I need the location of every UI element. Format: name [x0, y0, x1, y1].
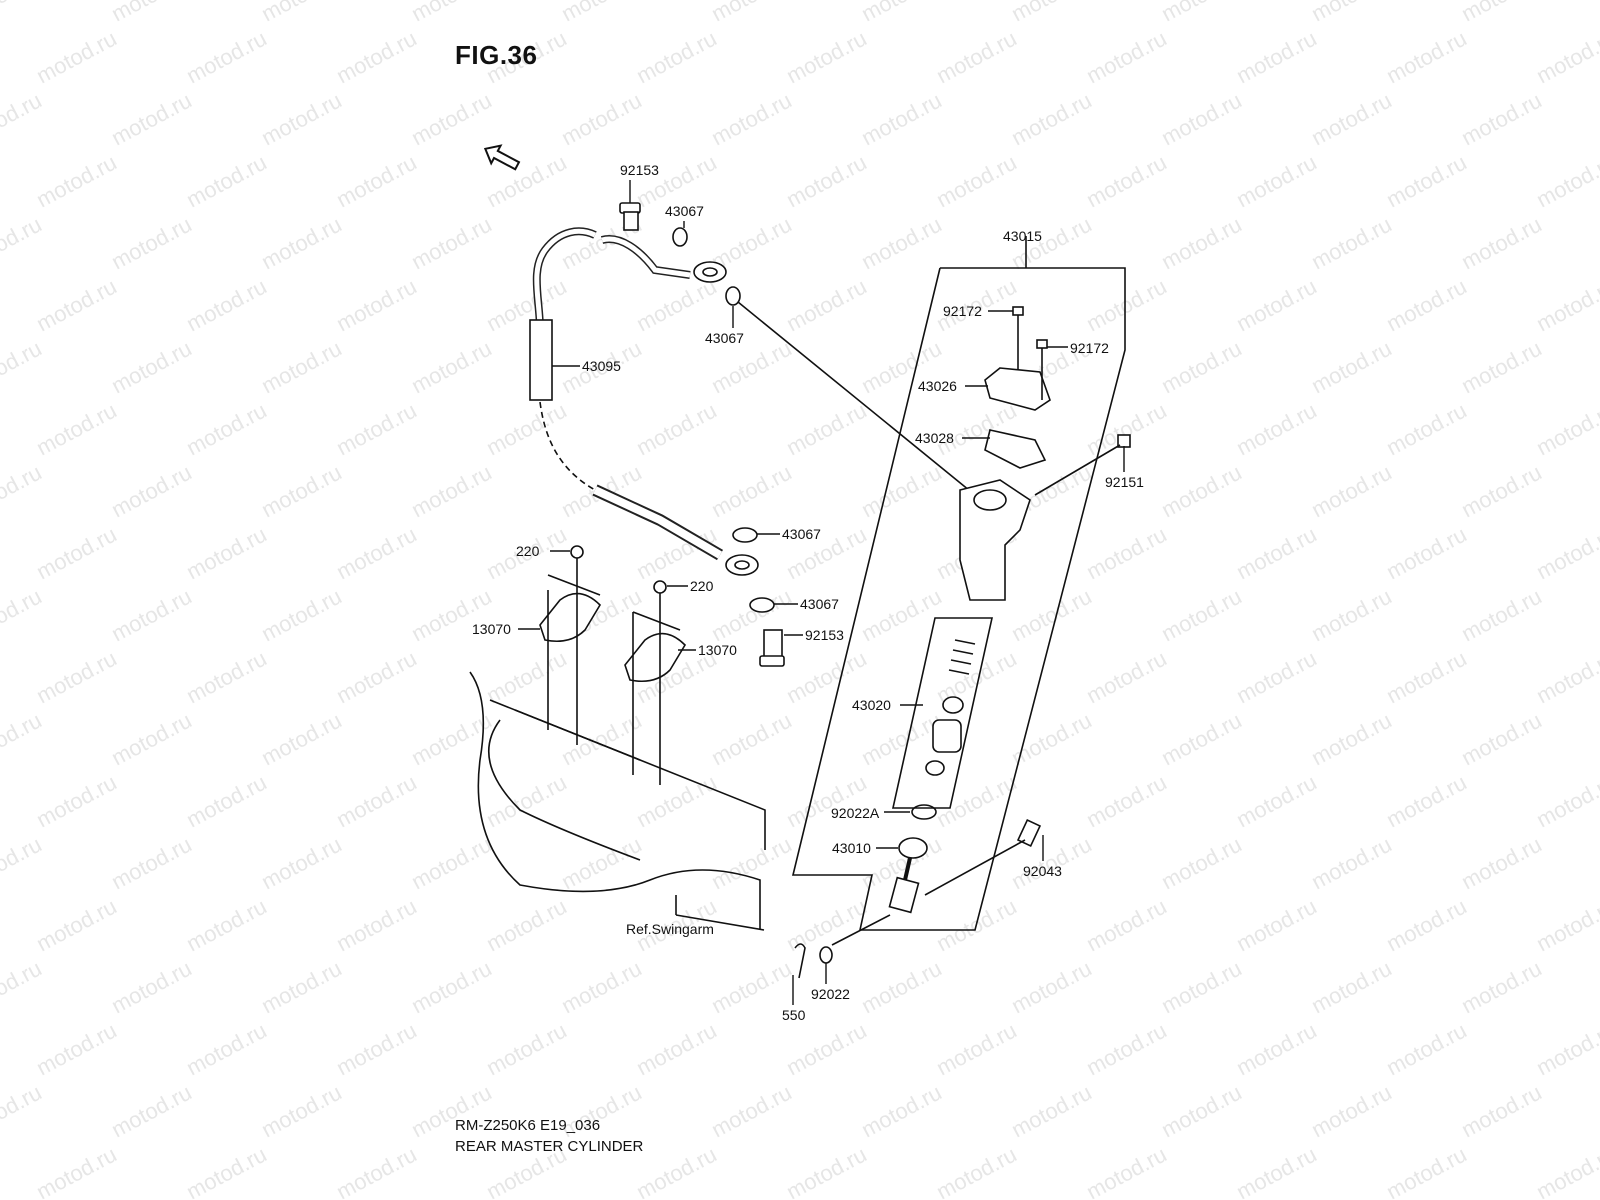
washer-43067	[672, 227, 688, 247]
part-label[interactable]: 92022A	[831, 805, 880, 821]
part-label[interactable]: 92172	[1070, 340, 1109, 356]
part-label[interactable]: 550	[782, 1007, 806, 1023]
part-label[interactable]: 43015	[1003, 228, 1042, 244]
part-label[interactable]: 43020	[852, 697, 891, 713]
master-cylinder-body	[959, 479, 1031, 601]
fwd-arrow-icon	[483, 144, 521, 171]
part-label[interactable]: 13070	[472, 621, 511, 637]
part-label[interactable]: 43067	[665, 203, 704, 219]
part-label[interactable]: 43010	[832, 840, 871, 856]
banjo-bolt-92153-upper	[619, 202, 641, 231]
hose-clamp-13070	[624, 632, 687, 683]
part-label[interactable]: 43095	[582, 358, 621, 374]
part-label[interactable]: 43028	[915, 430, 954, 446]
reservoir-cap-43026	[984, 367, 1051, 411]
part-label[interactable]: 92153	[805, 627, 844, 643]
kit-frame-43020	[892, 617, 993, 809]
part-label[interactable]: 92043	[1023, 863, 1062, 879]
part-label[interactable]: 43067	[705, 330, 744, 346]
banjo-bolt-92153-lower	[759, 629, 785, 667]
part-label[interactable]: 13070	[698, 642, 737, 658]
ref-swingarm-label: Ref.Swingarm	[626, 921, 714, 937]
part-label[interactable]: 43026	[918, 378, 957, 394]
part-label[interactable]: 92153	[620, 162, 659, 178]
assembly-frame-43015	[791, 267, 1126, 931]
part-label[interactable]: 43067	[782, 526, 821, 542]
part-label[interactable]: 92151	[1105, 474, 1144, 490]
diaphragm-43028	[984, 429, 1047, 469]
figure-title: FIG.36	[455, 40, 538, 70]
washer-43067	[749, 597, 775, 613]
push-rod-43010	[888, 837, 928, 914]
washer-43067	[732, 527, 758, 543]
part-label[interactable]: 92022	[811, 986, 850, 1002]
part-label[interactable]: 220	[516, 543, 540, 559]
washer-43067	[725, 286, 741, 306]
part-label[interactable]: 92172	[943, 303, 982, 319]
pin-92043	[924, 819, 1042, 896]
swingarm-outline	[469, 671, 761, 930]
hose-clamp-13070	[539, 592, 602, 643]
cotter-pin-550	[794, 943, 806, 979]
part-label[interactable]: 220	[690, 578, 714, 594]
circlip-92022A	[911, 804, 937, 820]
washer-92022	[819, 946, 833, 964]
part-label[interactable]: 43067	[800, 596, 839, 612]
figure-caption: REAR MASTER CYLINDER	[455, 1138, 644, 1155]
model-code: RM-Z250K6 E19_036	[455, 1117, 601, 1134]
